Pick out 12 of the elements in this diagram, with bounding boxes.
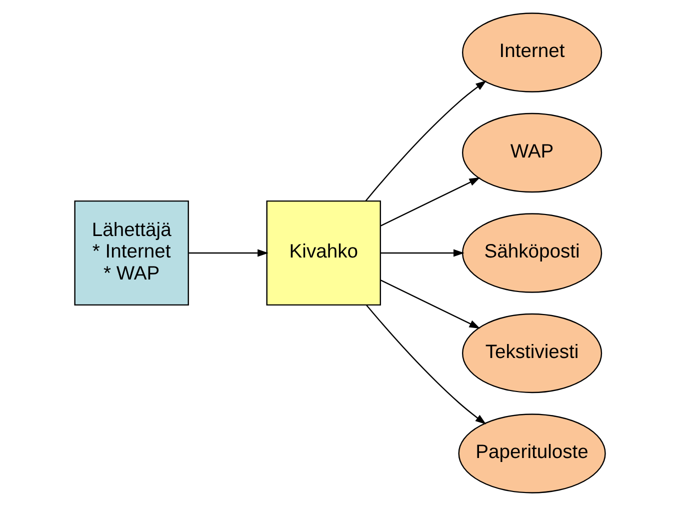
arrow xyxy=(380,177,480,226)
arrow xyxy=(380,249,464,257)
node-box: Kivahko xyxy=(266,200,381,306)
arrow xyxy=(188,249,268,257)
arrow xyxy=(380,280,480,329)
node-box: Lähettäjä * Internet * WAP xyxy=(74,200,189,306)
arrow xyxy=(365,80,487,202)
node-ellipse: Tekstiviesti xyxy=(462,313,602,394)
node-ellipse: WAP xyxy=(462,112,602,193)
node-ellipse: Internet xyxy=(462,12,602,92)
node-ellipse: Sähköposti xyxy=(462,213,602,293)
arrow xyxy=(366,304,486,424)
